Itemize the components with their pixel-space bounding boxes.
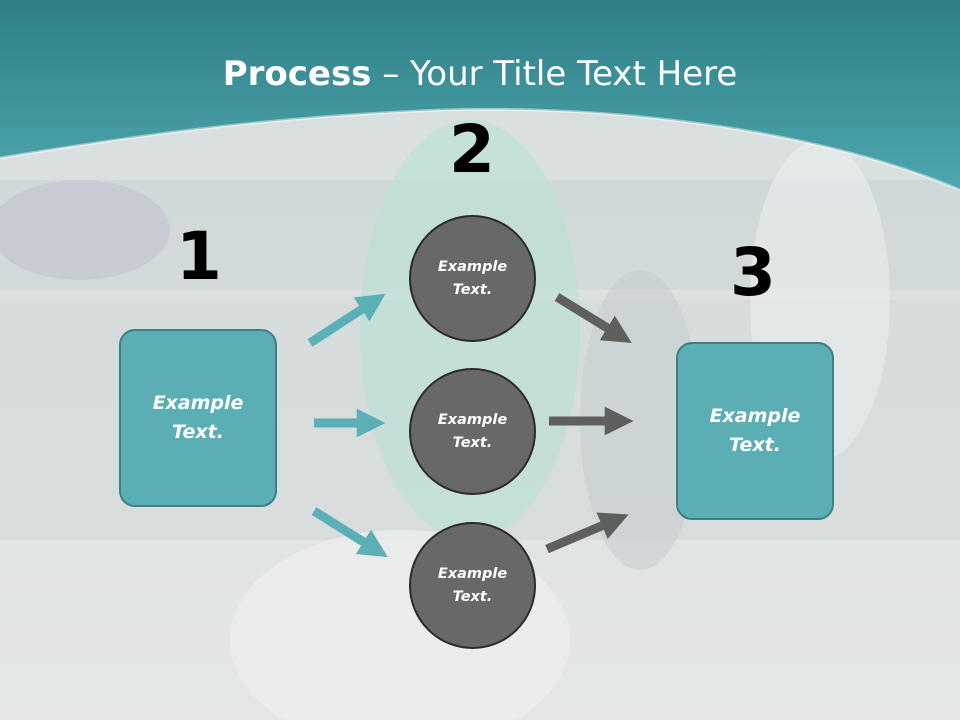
circle-bottom: Example Text.	[409, 522, 536, 649]
title-bold: Process	[222, 54, 372, 94]
arrow-box-to-top	[307, 293, 386, 347]
end-box: Example Text.	[676, 342, 834, 520]
circle-middle: Example Text.	[409, 368, 536, 495]
step-number-1: 1	[176, 218, 222, 295]
start-box: Example Text.	[119, 329, 277, 507]
circle-top: Example Text.	[409, 215, 536, 342]
slide-title: Process – Your Title Text Here	[0, 52, 960, 96]
arrow-top-to-end	[554, 293, 632, 344]
arrow-bottom-to-end	[545, 512, 629, 554]
step-number-3: 3	[730, 234, 776, 311]
step-number-2: 2	[449, 111, 495, 188]
arrow-box-to-bottom	[311, 507, 388, 558]
title-rest: – Your Title Text Here	[371, 54, 738, 94]
